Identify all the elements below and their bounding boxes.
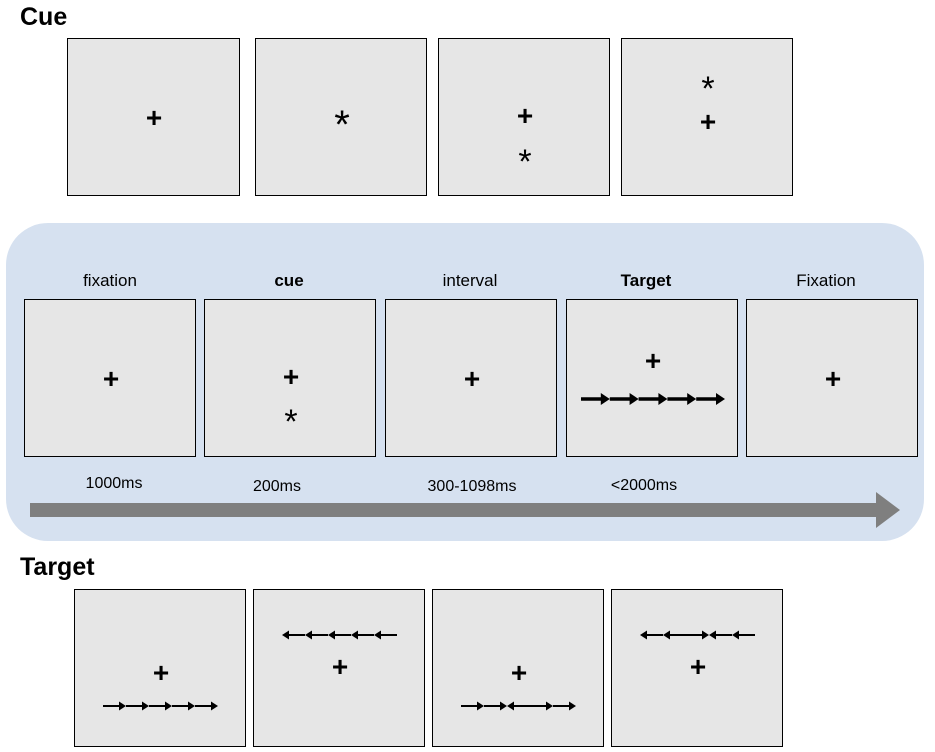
stage-label-cue: cue	[274, 271, 304, 290]
cue-asterisk-icon: *	[518, 143, 532, 181]
fixation-cross-icon: +	[145, 102, 163, 133]
fixation-cross-icon: +	[644, 345, 662, 376]
stage-label-target: Target	[620, 271, 672, 290]
stage-frame-final-fixation: +	[746, 299, 918, 457]
arrow-right-icon	[696, 393, 725, 405]
arrow-right-icon	[530, 701, 553, 711]
arrow-right-icon	[149, 701, 172, 711]
arrow-right-icon	[126, 701, 149, 711]
arrow-left-icon	[305, 630, 328, 640]
fixation-cross-icon: +	[282, 361, 300, 392]
fixation-cross-icon: +	[510, 657, 528, 688]
cue-section-title: Cue	[20, 3, 68, 31]
arrow-left-icon	[351, 630, 374, 640]
arrow-right-icon	[686, 630, 709, 640]
arrow-right-icon	[609, 393, 639, 405]
target-arrow-row	[640, 630, 755, 640]
fixation-cross-icon: +	[699, 106, 717, 137]
arrow-right-icon	[195, 701, 218, 711]
target-arrow-row	[461, 701, 576, 711]
arrow-left-icon	[507, 701, 530, 711]
fixation-cross-icon: +	[152, 657, 170, 688]
fixation-cross-icon: +	[516, 100, 534, 131]
arrow-left-icon	[709, 630, 732, 640]
stage-frame-fixation: +	[24, 299, 196, 457]
stage-label-fixation: fixation	[83, 271, 137, 290]
cue-frame-center-cue: *	[255, 38, 427, 196]
stage-label-final-fixation: Fixation	[796, 271, 856, 290]
cue-frame-no-cue: +	[67, 38, 240, 196]
duration-target: <2000ms	[610, 477, 678, 494]
arrow-left-icon	[732, 630, 755, 640]
fixation-cross-icon: +	[824, 363, 842, 394]
arrow-left-icon	[374, 630, 397, 640]
stage-label-interval: interval	[442, 271, 498, 290]
stage-frame-interval: +	[385, 299, 557, 457]
arrow-right-icon	[461, 701, 484, 711]
duration-fixation: 1000ms	[85, 475, 143, 492]
cue-asterisk-icon: *	[334, 103, 350, 147]
arrow-left-icon	[640, 630, 663, 640]
arrow-right-icon	[667, 393, 697, 405]
duration-interval: 300-1098ms	[427, 478, 517, 495]
stage-frame-cue: + *	[204, 299, 376, 457]
stage-frame-target: +	[566, 299, 738, 457]
arrow-right-icon	[581, 393, 610, 405]
cue-frame-upper-spatial: * +	[621, 38, 793, 196]
target-frame-congruent-upper: +	[253, 589, 425, 747]
target-section-title: Target	[20, 553, 95, 581]
fixation-cross-icon: +	[689, 651, 707, 682]
target-frame-incongruent-upper: +	[611, 589, 783, 747]
target-frame-congruent-lower: +	[74, 589, 246, 747]
cue-asterisk-icon: *	[701, 70, 715, 108]
arrow-left-icon	[663, 630, 686, 640]
arrow-right-icon	[103, 701, 126, 711]
arrow-left-icon	[328, 630, 351, 640]
time-arrow	[30, 492, 900, 528]
duration-cue: 200ms	[252, 478, 302, 495]
target-frame-incongruent-lower: +	[432, 589, 604, 747]
fixation-cross-icon: +	[331, 651, 349, 682]
target-arrow-row	[282, 630, 397, 640]
arrow-right-icon	[638, 393, 668, 405]
arrow-right-icon	[172, 701, 195, 711]
fixation-cross-icon: +	[463, 363, 481, 394]
target-arrow-row	[103, 701, 218, 711]
arrow-right-icon	[484, 701, 507, 711]
arrow-right-icon	[553, 701, 576, 711]
cue-frame-lower-spatial: + *	[438, 38, 610, 196]
cue-asterisk-icon: *	[284, 403, 298, 441]
target-arrow-row	[581, 393, 725, 405]
arrow-left-icon	[282, 630, 305, 640]
fixation-cross-icon: +	[102, 363, 120, 394]
